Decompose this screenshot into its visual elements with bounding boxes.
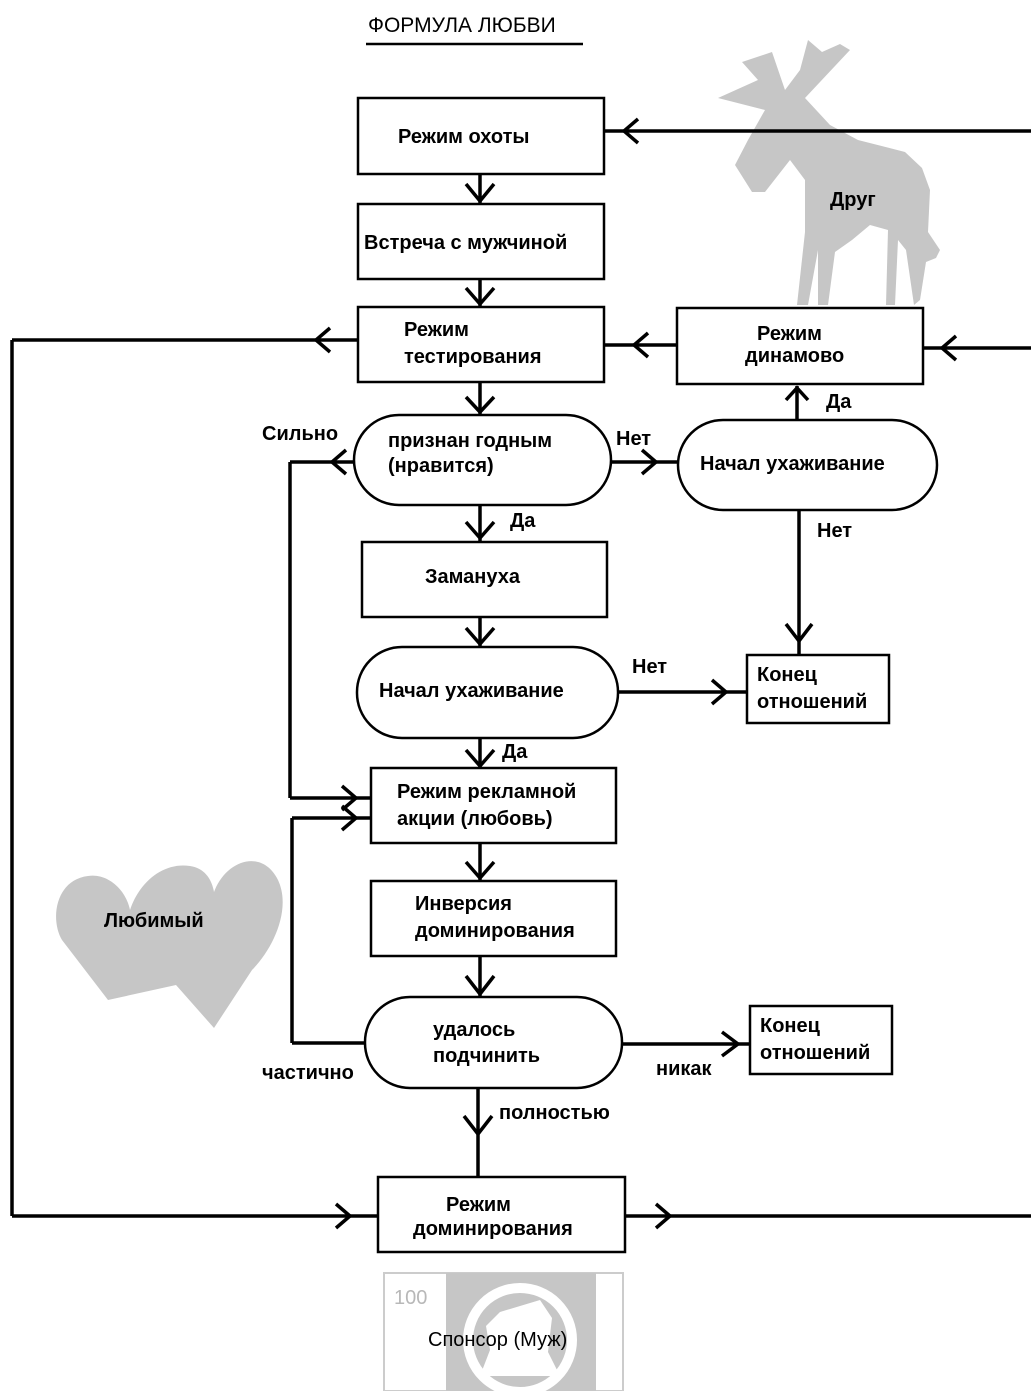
node-ad: Режим рекламной акции (любовь) [369,766,618,845]
edge-label-never: никак [656,1058,713,1080]
node-test: Режим тестирования [356,305,606,384]
edge-label-no-1: Нет [616,428,651,450]
connectors [10,117,1031,1230]
svg-text:удалось: удалось [433,1019,515,1041]
node-meet: Встреча с мужчиной [356,202,606,281]
node-dynamo: Режим динамово [675,306,925,386]
svg-text:Замануха: Замануха [425,566,521,588]
edge-label-yes-ad: Да [502,741,528,763]
node-lure: Замануха [360,540,609,619]
svg-text:динамово: динамово [745,345,844,367]
goat-label: Друг [830,189,876,211]
sponsor-number: 100 [394,1287,427,1309]
svg-text:доминирования: доминирования [415,920,575,942]
sponsor-label: Спонсор (Муж) [428,1329,567,1351]
coin-ring [463,1283,577,1391]
edge-labels: Сильно Нет Да Да Нет Нет Да частично ник… [262,391,852,1124]
coin-bust [480,1300,560,1376]
node-inversion: Инверсия доминирования [369,879,618,958]
page-title: ФОРМУЛА ЛЮБВИ [368,14,556,37]
goat-icon [718,40,940,305]
edge-label-yes-dynamo: Да [826,391,852,413]
sponsor-figure: 100 Спонсор (Муж) [383,1272,624,1391]
node-hunt: Режим охоты [356,96,606,176]
node-court-left: Начал ухаживание [355,645,620,740]
node-end-1: Конец отношений [745,653,891,725]
svg-text:Режим: Режим [404,319,469,341]
svg-text:доминирования: доминирования [413,1218,573,1240]
svg-text:Режим охоты: Режим охоты [398,126,529,148]
node-domination: Режим доминирования [376,1175,627,1254]
svg-text:Начал ухаживание: Начал ухаживание [379,680,564,702]
node-fit: признан годным (нравится) [352,413,613,507]
svg-text:Режим: Режим [757,323,822,345]
goat-figure: Друг [718,40,940,305]
svg-text:Конец: Конец [760,1015,821,1037]
node-end-2: Конец отношений [748,1004,894,1076]
svg-text:Конец: Конец [757,664,818,686]
edge-label-fully: полностью [499,1102,610,1124]
svg-text:Режим: Режим [446,1194,511,1216]
hearts-label: Любимый [104,910,204,932]
hearts-icon [56,861,283,1028]
svg-text:Инверсия: Инверсия [415,893,512,915]
svg-text:акции (любовь): акции (любовь) [397,808,553,830]
hearts-figure: Любимый [56,861,283,1028]
svg-text:подчинить: подчинить [433,1045,540,1067]
node-subdue: удалось подчинить [363,995,624,1090]
edge-label-no-2: Нет [817,520,852,542]
edge-label-partial: частично [262,1062,354,1084]
svg-text:Встреча с мужчиной: Встреча с мужчиной [364,232,567,254]
node-court-right: Начал ухаживание [676,418,939,512]
edge-label-yes-lure: Да [510,510,536,532]
edge-label-strong: Сильно [262,423,338,445]
svg-text:отношений: отношений [757,691,867,713]
svg-text:(нравится): (нравится) [388,455,494,477]
svg-text:тестирования: тестирования [404,346,542,368]
svg-text:Начал ухаживание: Начал ухаживание [700,453,885,475]
svg-text:Режим рекламной: Режим рекламной [397,781,576,803]
edge-label-no-3: Нет [632,656,667,678]
svg-text:признан годным: признан годным [388,430,552,452]
svg-text:отношений: отношений [760,1042,870,1064]
